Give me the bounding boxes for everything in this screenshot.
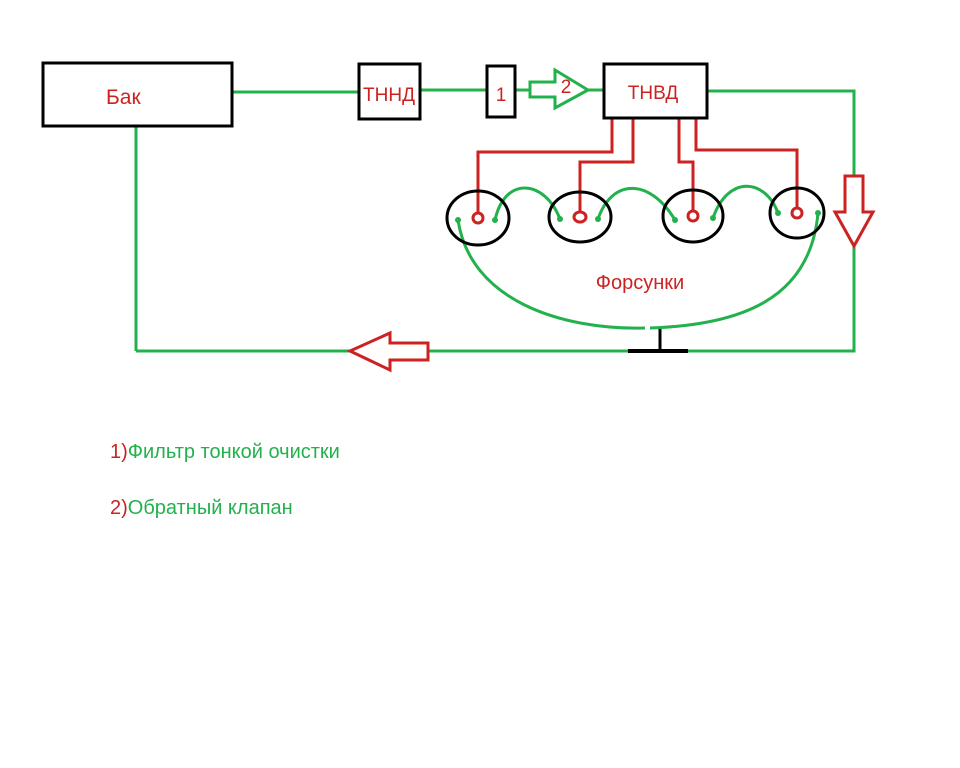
legend-item-1: 1)Фильтр тонкой очистки: [110, 441, 340, 464]
line-hpp-return-right: [708, 89, 856, 176]
injector-3: [661, 188, 725, 244]
high-pressure-lines: [476, 118, 799, 213]
high-pressure-pump-box: [602, 62, 709, 120]
injector-2: [547, 190, 613, 244]
legend-item-2: 2)Обратный клапан: [110, 497, 293, 520]
tank-box: [41, 61, 234, 128]
tank-label: Бак: [106, 86, 141, 109]
legend-item-1-text: Фильтр тонкой очистки: [127, 441, 340, 463]
injector-drain-left: [456, 219, 646, 330]
injector-ports: [455, 210, 821, 223]
check-valve-arrow-icon: [528, 67, 592, 111]
hp-line-injector-4: [694, 118, 799, 208]
line-return-right-to-tee: [688, 246, 856, 353]
low-pressure-pump-label: ТННД: [363, 85, 415, 106]
injector-drain-right: [649, 212, 820, 330]
fine-filter-label: 1: [496, 85, 507, 106]
legend-item-2-number: 2): [110, 497, 128, 519]
hp-line-injector-1: [476, 118, 614, 213]
supply-lines: [134, 88, 856, 353]
check-valve-label: 2: [561, 77, 572, 98]
injector-return-loop-2: [596, 186, 677, 221]
injector-return-loop-1: [493, 186, 562, 221]
high-pressure-pump-label: ТНВД: [628, 83, 679, 104]
injectors-label: Форсунки: [596, 272, 684, 294]
return-left-arrow-icon: [346, 330, 430, 373]
hp-line-injector-3: [677, 118, 695, 213]
injectors: [445, 186, 826, 247]
injector-4: [768, 186, 826, 240]
low-pressure-pump-box: [357, 62, 422, 121]
legend-item-2-text: Обратный клапан: [127, 497, 293, 519]
fine-filter-box: [485, 64, 517, 119]
legend-item-1-number: 1): [110, 441, 128, 463]
return-down-arrow-icon: [832, 174, 876, 250]
hp-line-injector-2: [578, 118, 635, 213]
injector-1: [445, 189, 511, 247]
